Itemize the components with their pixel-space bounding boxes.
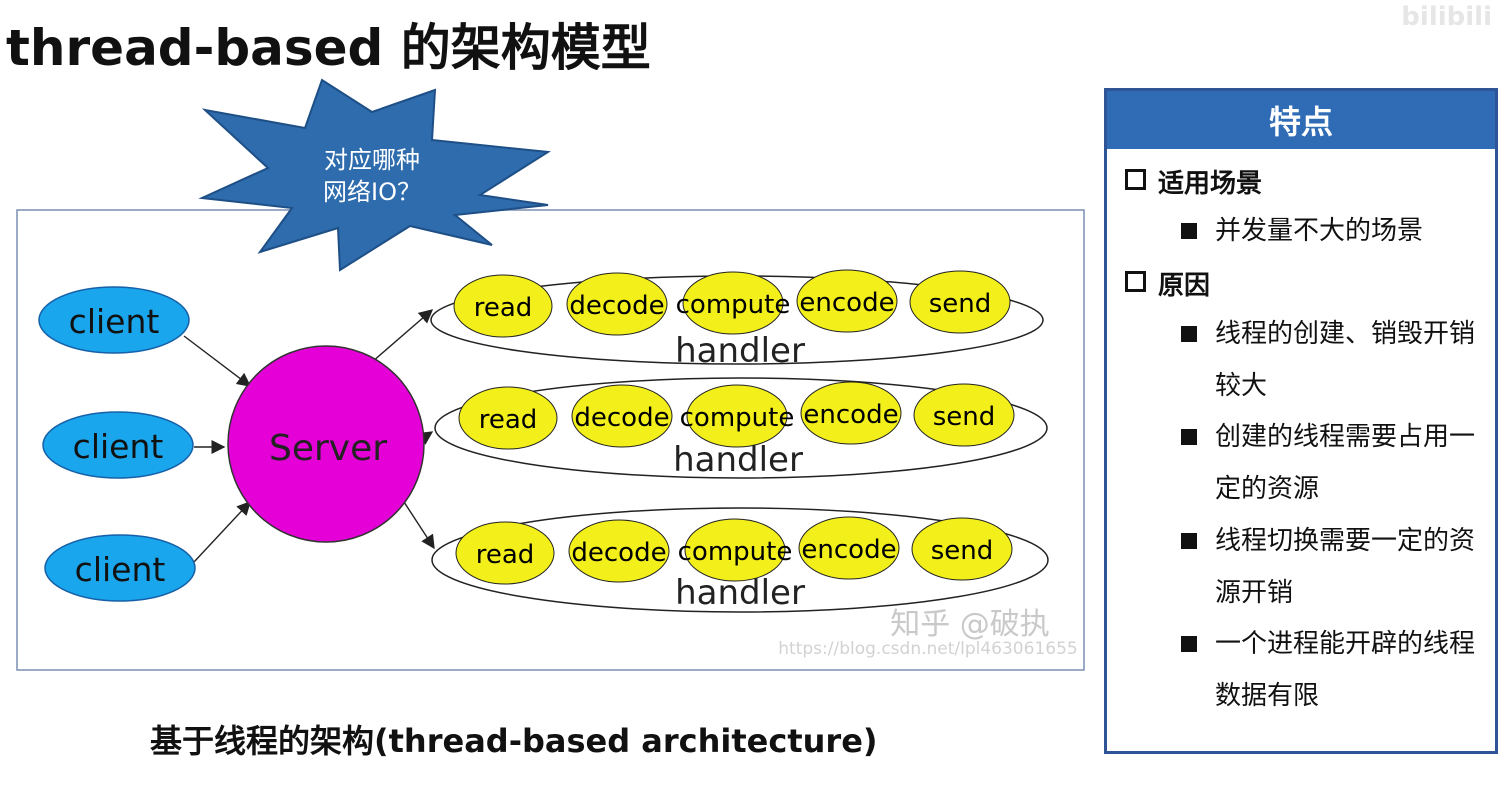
- section-use-case: 适用场景: [1125, 163, 1262, 200]
- step-read: read: [474, 293, 533, 323]
- step-read: read: [479, 405, 538, 435]
- arrows: [183, 309, 435, 563]
- step-encode: encode: [799, 288, 894, 318]
- square-bullet-icon: [1181, 533, 1197, 549]
- square-bullet-icon: [1181, 223, 1197, 239]
- callout-starburst: 对应哪种 网络IO？: [198, 78, 551, 272]
- step-decode: decode: [574, 403, 669, 433]
- step-compute: compute: [676, 290, 791, 320]
- hollow-square-bullet-icon: [1125, 169, 1146, 190]
- client-label: client: [69, 302, 160, 341]
- handler-group: read decode compute encode send handler: [430, 269, 1044, 371]
- architecture-diagram: 对应哪种 网络IO？ client client client Server r…: [16, 78, 1085, 671]
- client-node: client: [42, 411, 194, 479]
- bilibili-watermark: bilibili: [1401, 2, 1492, 32]
- list-item: 一个进程能开辟的线程数据有限: [1181, 618, 1481, 722]
- diagram-caption: 基于线程的架构(thread-based architecture): [150, 722, 878, 760]
- square-bullet-icon: [1181, 429, 1197, 445]
- step-compute: compute: [680, 403, 795, 433]
- server-node: Server: [227, 345, 425, 543]
- csdn-watermark: https://blog.csdn.net/lpl463061655: [778, 639, 1077, 659]
- handler-label: handler: [673, 440, 803, 480]
- section-reasons: 原因: [1125, 265, 1210, 302]
- section-title: 原因: [1158, 271, 1211, 301]
- step-send: send: [933, 402, 996, 432]
- step-decode: decode: [569, 291, 664, 321]
- step-compute: compute: [678, 537, 793, 567]
- list-item: 创建的线程需要占用一定的资源: [1181, 411, 1481, 515]
- step-decode: decode: [571, 538, 666, 568]
- client-label: client: [73, 427, 164, 466]
- handler-label: handler: [675, 331, 805, 371]
- callout-line1: 对应哪种: [324, 146, 420, 174]
- server-label: Server: [269, 428, 387, 469]
- step-send: send: [929, 289, 992, 319]
- handler-label: handler: [675, 573, 805, 613]
- list-item: 线程切换需要一定的资源开销: [1181, 515, 1481, 619]
- callout-line2: 网络IO？: [323, 178, 421, 206]
- client-node: client: [38, 286, 190, 354]
- page-title: thread-based 的架构模型: [6, 19, 651, 77]
- square-bullet-icon: [1181, 326, 1197, 342]
- client-node: client: [44, 534, 196, 602]
- list-item: 线程的创建、销毁开销较大: [1181, 308, 1481, 412]
- panel-header: 特点: [1107, 91, 1495, 149]
- step-read: read: [476, 540, 535, 570]
- handler-group: read decode compute encode send handler: [431, 507, 1049, 613]
- step-encode: encode: [801, 535, 896, 565]
- zhihu-watermark: 知乎 @破执: [890, 607, 1050, 642]
- step-encode: encode: [803, 400, 898, 430]
- handler-group: read decode compute encode send handler: [434, 377, 1048, 480]
- hollow-square-bullet-icon: [1125, 271, 1146, 292]
- section-title: 适用场景: [1158, 169, 1263, 199]
- square-bullet-icon: [1181, 636, 1197, 652]
- list-item: 并发量不大的场景: [1181, 205, 1481, 257]
- features-panel: 特点 适用场景 并发量不大的场景 原因 线程的创建、销毁开销较大 创建的线程需要…: [1104, 88, 1498, 754]
- client-label: client: [75, 550, 166, 589]
- step-send: send: [931, 536, 994, 566]
